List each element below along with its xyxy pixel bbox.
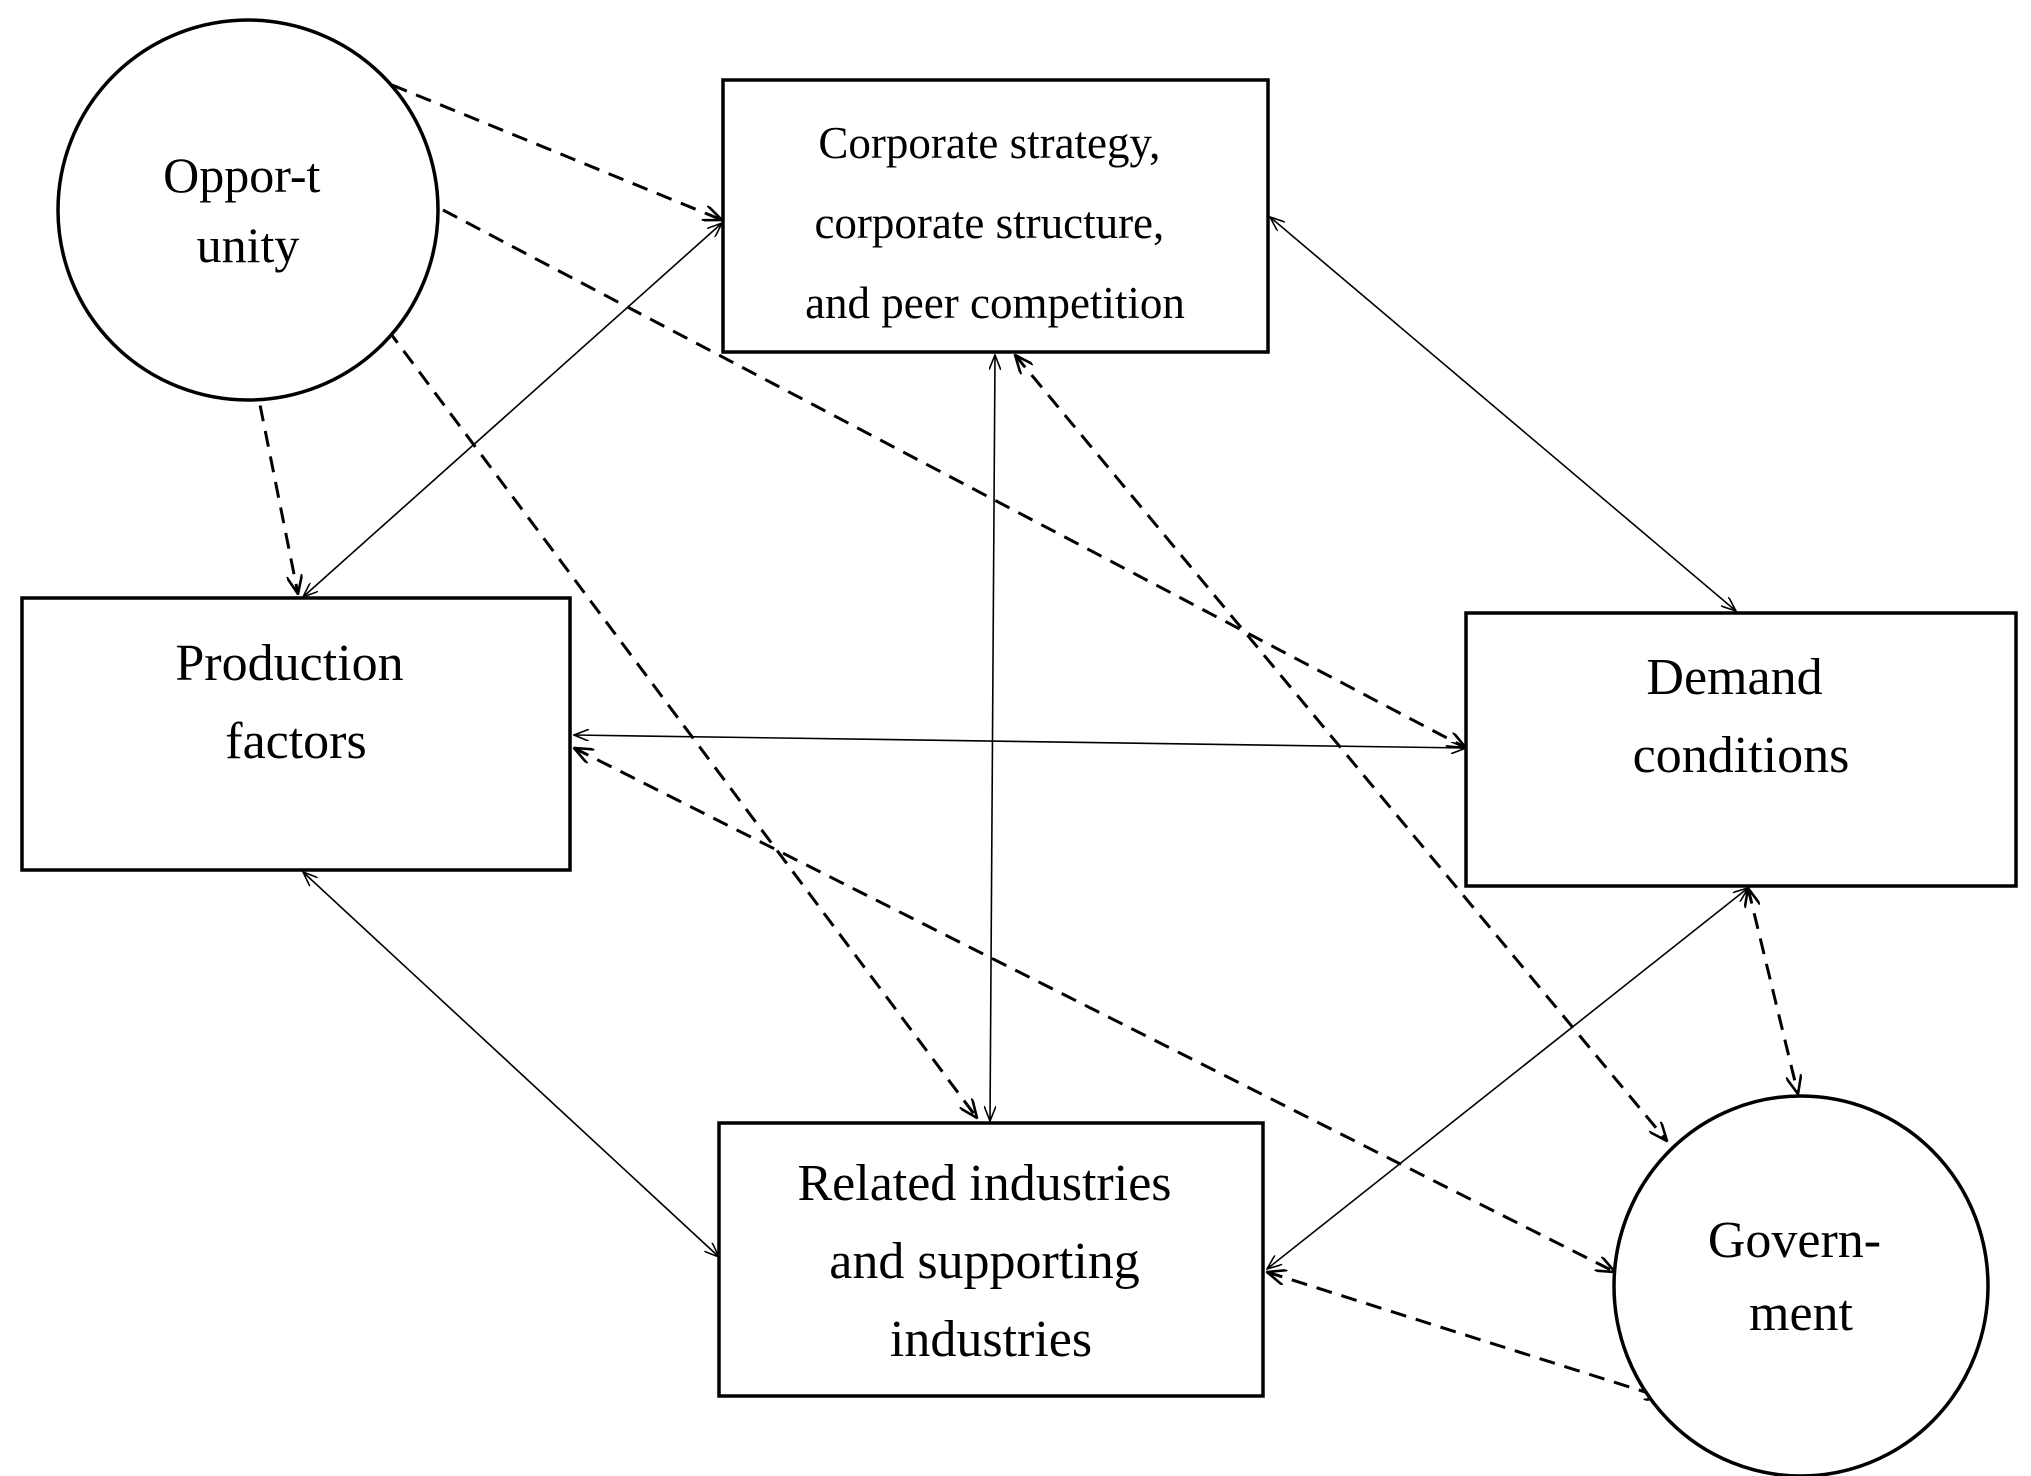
opportunity-node: Oppor-t unity — [56, 18, 440, 402]
production-factors-label-line-1: Production — [175, 635, 403, 692]
production-factors-node: Production factors — [20, 596, 572, 872]
production-factors-label: Production factors — [175, 635, 416, 770]
edge-related-industries-to-government — [1267, 1272, 1664, 1398]
corporate-strategy-label-line-2: corporate structure, — [814, 198, 1164, 248]
edge-production-factors-to-demand-conditions — [574, 735, 1466, 748]
corporate-strategy-label-line-3: and peer competition — [805, 278, 1185, 328]
related-industries-label-line-2: and supporting — [829, 1233, 1140, 1290]
government-label-line-1: Govern- — [1708, 1212, 1881, 1269]
edge-corporate-strategy-to-production-factors — [303, 223, 722, 597]
demand-conditions-label: Demand conditions — [1633, 649, 1850, 784]
edge-corporate-strategy-to-government — [1015, 355, 1667, 1141]
government-node: Govern- ment — [1612, 1094, 1990, 1476]
edges-layer — [253, 83, 1798, 1398]
edge-corporate-strategy-to-related-industries — [990, 355, 995, 1121]
edge-corporate-strategy-to-demand-conditions — [1270, 217, 1736, 611]
government-label: Govern- ment — [1708, 1212, 1894, 1342]
corporate-strategy-label-line-1: Corporate strategy, — [818, 118, 1160, 168]
related-industries-label-line-3: industries — [890, 1311, 1092, 1368]
production-factors-label-line-2: factors — [225, 713, 366, 770]
demand-conditions-node: Demand conditions — [1464, 611, 2018, 888]
corporate-strategy-node: Corporate strategy, corporate structure,… — [721, 78, 1270, 354]
demand-conditions-label-line-1: Demand — [1646, 649, 1822, 706]
edge-demand-conditions-to-related-industries — [1267, 888, 1748, 1269]
related-industries-label-line-1: Related industries — [797, 1155, 1171, 1212]
corporate-strategy-label: Corporate strategy, corporate structure,… — [805, 118, 1185, 328]
opportunity-label: Oppor-t unity — [163, 147, 333, 273]
opportunity-label-line-1: Oppor-t — [163, 147, 320, 203]
demand-conditions-label-line-2: conditions — [1633, 727, 1850, 784]
government-label-line-2: ment — [1749, 1285, 1854, 1342]
edge-demand-conditions-to-government — [1748, 888, 1798, 1094]
opportunity-label-line-2: unity — [197, 217, 300, 273]
edge-opportunity-to-production-factors — [253, 379, 298, 594]
edge-production-factors-to-related-industries — [303, 872, 719, 1257]
related-industries-node: Related industries and supporting indust… — [717, 1121, 1265, 1398]
edge-opportunity-to-corporate-strategy — [391, 83, 722, 220]
related-industries-label: Related industries and supporting indust… — [797, 1155, 1184, 1368]
